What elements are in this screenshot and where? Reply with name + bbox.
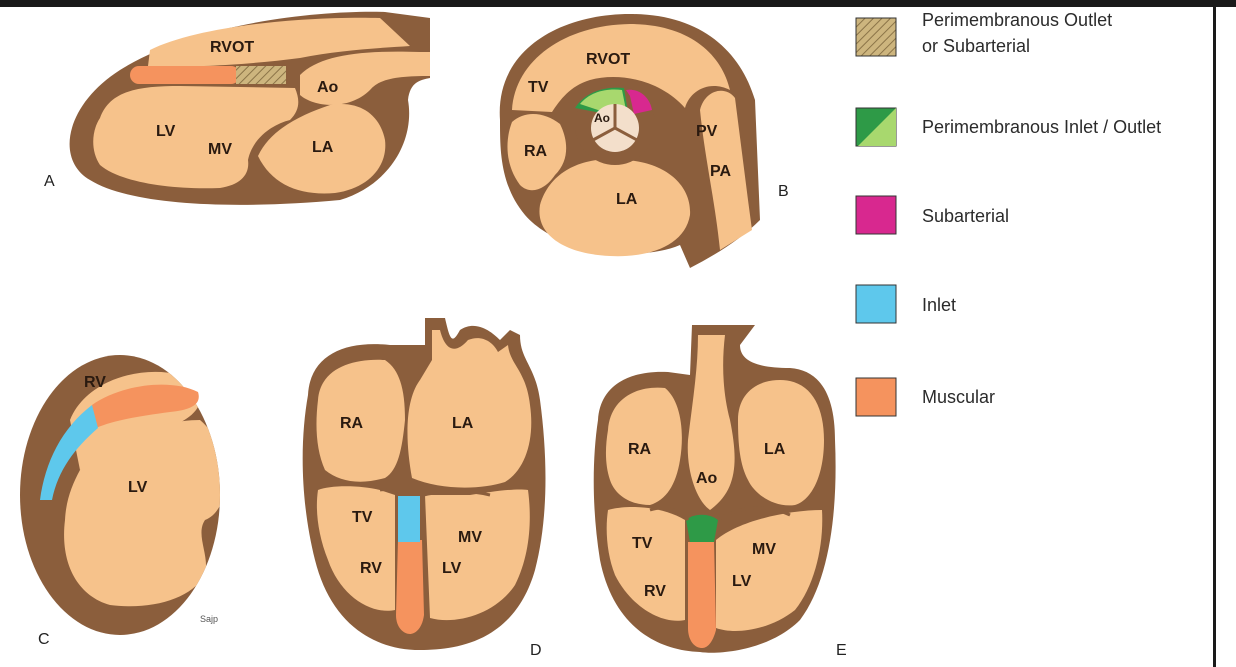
legend: Perimembranous Outlet or Subarterial Per… <box>856 10 1161 416</box>
panel-e-label-ra: RA <box>628 441 652 458</box>
panel-d-label-rv: RV <box>360 560 382 577</box>
legend-label: Perimembranous Outlet <box>922 10 1112 30</box>
right-border <box>1213 0 1216 667</box>
panel-d-muscular-defect <box>396 540 424 634</box>
legend-label: Perimembranous Inlet / Outlet <box>922 117 1161 137</box>
panel-e-letter: E <box>836 642 847 659</box>
panel-e-label-tv: TV <box>632 535 653 552</box>
panel-b-label-pa: PA <box>710 163 731 180</box>
top-border <box>0 0 1236 7</box>
panel-a-label-rvot: RVOT <box>210 39 254 56</box>
panel-e-label-ao: Ao <box>696 470 718 487</box>
panel-e-inlet-outlet-defect <box>686 515 718 542</box>
panel-d-letter: D <box>530 642 542 659</box>
panel-d-label-mv: MV <box>458 529 482 546</box>
panel-a-label-mv: MV <box>208 141 232 158</box>
panel-a: RVOT Ao LV MV LA A <box>44 12 430 205</box>
panel-e: RA Ao LA TV MV RV LV E <box>594 325 847 659</box>
legend-label: Subarterial <box>922 206 1009 226</box>
panel-d-label-la: LA <box>452 415 474 432</box>
panel-b-label-ao: Ao <box>594 111 610 125</box>
panel-b-label-rvot: RVOT <box>586 51 630 68</box>
legend-label-line2: or Subarterial <box>922 36 1030 56</box>
panel-b: RVOT TV Ao RA PV PA LA B <box>500 14 789 268</box>
panel-c-label-lv: LV <box>128 479 148 496</box>
panel-b-letter: B <box>778 183 789 200</box>
panel-d-label-tv: TV <box>352 509 373 526</box>
panel-a-perimembranous-defect <box>236 66 286 84</box>
panel-a-letter: A <box>44 173 55 190</box>
legend-label: Muscular <box>922 387 995 407</box>
legend-swatch-muscular <box>856 378 896 416</box>
panel-e-label-lv: LV <box>732 573 752 590</box>
panel-b-la <box>539 159 690 256</box>
panel-c-signature: Sajp <box>200 614 218 624</box>
panel-a-label-ao: Ao <box>317 79 339 96</box>
panel-b-label-la: LA <box>616 191 638 208</box>
legend-item-muscular: Muscular <box>856 378 995 416</box>
panel-d-label-ra: RA <box>340 415 364 432</box>
panel-d-label-lv: LV <box>442 560 462 577</box>
panel-e-label-mv: MV <box>752 541 776 558</box>
panel-d-inlet-defect <box>398 496 420 542</box>
legend-swatch-cyan <box>856 285 896 323</box>
legend-item-perimembranous-outlet: Perimembranous Outlet or Subarterial <box>856 10 1112 56</box>
legend-item-perimembranous-inlet-outlet: Perimembranous Inlet / Outlet <box>856 108 1161 146</box>
legend-swatch-magenta <box>856 196 896 234</box>
panel-a-label-la: LA <box>312 139 334 156</box>
panel-b-label-ra: RA <box>524 143 548 160</box>
panel-c-letter: C <box>38 631 50 648</box>
panel-e-label-rv: RV <box>644 583 666 600</box>
panel-d: RA LA TV MV RV LV D <box>303 318 546 659</box>
panel-e-label-la: LA <box>764 441 786 458</box>
panel-a-label-lv: LV <box>156 123 176 140</box>
legend-item-subarterial: Subarterial <box>856 196 1009 234</box>
panel-c-label-rv: RV <box>84 374 106 391</box>
panel-b-label-tv: TV <box>528 79 549 96</box>
panel-a-muscular-defect <box>130 66 240 84</box>
legend-item-inlet: Inlet <box>856 285 956 323</box>
legend-label: Inlet <box>922 295 956 315</box>
legend-swatch-hatch <box>856 18 896 56</box>
panel-b-label-pv: PV <box>696 123 718 140</box>
panel-e-muscular-defect <box>688 542 716 648</box>
panel-c: RV LV Sajp C <box>20 355 226 648</box>
